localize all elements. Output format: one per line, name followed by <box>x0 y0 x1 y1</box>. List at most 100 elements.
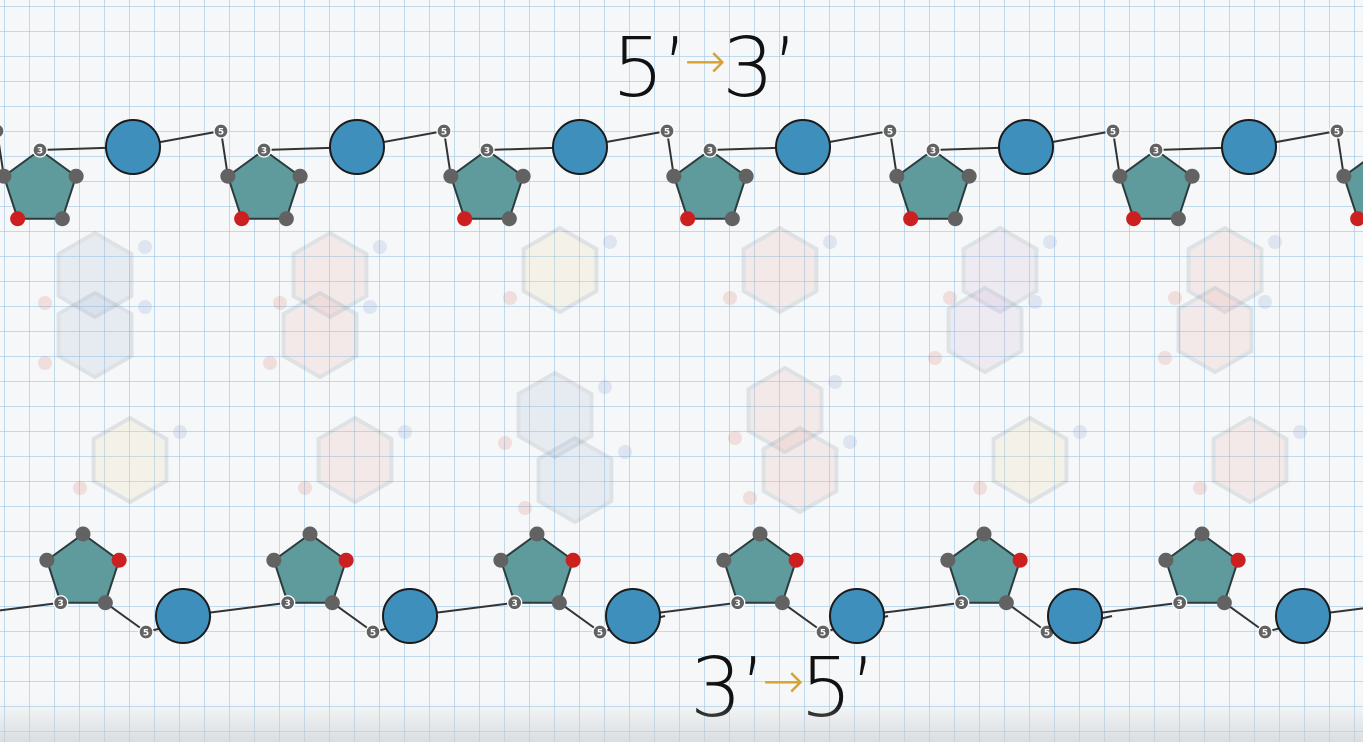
phosphate-group <box>382 588 438 644</box>
carbon-node <box>774 595 790 611</box>
phosphate-group <box>775 119 831 175</box>
five-prime-carbon-node: 5 <box>659 123 675 139</box>
top-nucleotide-5: 35 <box>882 119 1054 227</box>
top-strand-direction-label: 5’→3’ <box>612 28 798 110</box>
carbon-node <box>97 595 113 611</box>
phosphate-group <box>1275 588 1331 644</box>
phosphate-group <box>605 588 661 644</box>
carbon-node <box>1112 168 1128 184</box>
bottom-nucleotide-4: 35 <box>605 526 831 644</box>
svg-text:5: 5 <box>664 127 670 137</box>
svg-text:3: 3 <box>285 599 291 609</box>
faded-base-1 <box>38 230 152 320</box>
carbon-node <box>961 168 977 184</box>
top-nucleotide-4: 35 <box>659 119 831 227</box>
faded-base-11 <box>73 415 187 505</box>
sugar-ring <box>672 149 748 220</box>
top-nucleotide-1: 35 <box>0 119 161 227</box>
carbon-node <box>551 595 567 611</box>
five-prime-carbon-node: 5 <box>436 123 452 139</box>
svg-text:5: 5 <box>370 628 376 638</box>
svg-text:5: 5 <box>1334 127 1340 137</box>
carbon-node <box>0 168 12 184</box>
five-prime-carbon-node: 5 <box>365 624 381 640</box>
svg-text:3: 3 <box>484 146 490 156</box>
oxygen-node <box>788 552 804 568</box>
svg-text:3: 3 <box>959 599 965 609</box>
sugar-ring <box>1342 161 1363 220</box>
sugar-ring <box>226 149 302 220</box>
faded-base-17 <box>973 415 1087 505</box>
faded-base-9 <box>1168 225 1282 315</box>
three-prime-carbon-node: 3 <box>730 595 746 611</box>
faded-base-3 <box>273 230 387 320</box>
carbon-node <box>889 168 905 184</box>
bottom-direction-arrow-icon: → <box>762 652 804 710</box>
bottom-strand-direction-label: 3’→5’ <box>690 648 876 730</box>
svg-text:5: 5 <box>441 127 447 137</box>
carbon-node <box>947 211 963 227</box>
bottom-nucleotide-1: 35 <box>39 526 154 640</box>
carbon-node <box>75 526 91 542</box>
faded-base-15 <box>728 365 842 455</box>
svg-text:5: 5 <box>887 127 893 137</box>
carbon-node <box>724 211 740 227</box>
five-prime-carbon-node: 5 <box>213 123 229 139</box>
carbon-node <box>998 595 1014 611</box>
svg-text:3: 3 <box>1153 146 1159 156</box>
top-strand-5-to-3: 35353535353535 <box>0 119 1363 227</box>
svg-text:3: 3 <box>735 599 741 609</box>
carbon-node <box>752 526 768 542</box>
phosphate-group <box>552 119 608 175</box>
five-prime-carbon-node: 5 <box>1105 123 1121 139</box>
sugar-ring <box>1164 533 1240 604</box>
faded-nitrogenous-bases <box>38 225 1307 525</box>
faded-base-8 <box>928 285 1042 375</box>
carbon-node <box>266 552 282 568</box>
top-direction-arrow-icon: → <box>684 32 726 90</box>
faded-base-18 <box>1193 415 1307 505</box>
oxygen-node <box>680 211 696 227</box>
three-prime-carbon-node: 3 <box>954 595 970 611</box>
oxygen-node <box>565 552 581 568</box>
phosphate-group <box>1047 588 1103 644</box>
bottom-nucleotide-5: 35 <box>829 526 1055 644</box>
bottom-label-three-prime: 3’ <box>690 641 766 736</box>
bottom-strand-3-to-5: 35353535353535 <box>0 526 1363 644</box>
carbon-node <box>324 595 340 611</box>
sugar-ring <box>2 149 78 220</box>
carbon-node <box>1194 526 1210 542</box>
svg-text:5: 5 <box>820 628 826 638</box>
phosphate-group <box>998 119 1054 175</box>
oxygen-node <box>338 552 354 568</box>
three-prime-carbon-node: 3 <box>280 595 296 611</box>
svg-text:3: 3 <box>512 599 518 609</box>
carbon-node <box>666 168 682 184</box>
top-label-three-prime: 3’ <box>722 21 798 116</box>
bottom-nucleotide-3: 35 <box>382 526 608 644</box>
top-nucleotide-3: 35 <box>436 119 608 227</box>
three-prime-carbon-node: 3 <box>479 142 495 158</box>
faded-base-7 <box>943 225 1057 315</box>
three-prime-carbon-node: 3 <box>53 595 69 611</box>
faded-base-2 <box>38 290 152 380</box>
phosphate-group <box>155 588 211 644</box>
five-prime-carbon-node: 5 <box>882 123 898 139</box>
carbon-node <box>501 211 517 227</box>
bottom-label-five-prime: 5’ <box>800 641 876 736</box>
svg-text:5: 5 <box>218 127 224 137</box>
five-prime-carbon-node: 5 <box>1329 123 1345 139</box>
five-prime-carbon-node: 5 <box>0 123 5 139</box>
sugar-ring <box>272 533 348 604</box>
carbon-node <box>292 168 308 184</box>
svg-text:5: 5 <box>1110 127 1116 137</box>
oxygen-node <box>457 211 473 227</box>
carbon-node <box>39 552 55 568</box>
five-prime-carbon-node: 5 <box>138 624 154 640</box>
three-prime-carbon-node: 3 <box>507 595 523 611</box>
bottom-nucleotide-6: 35 <box>1047 526 1273 644</box>
three-prime-carbon-node: 3 <box>925 142 941 158</box>
three-prime-carbon-node: 3 <box>256 142 272 158</box>
three-prime-carbon-node: 3 <box>1148 142 1164 158</box>
